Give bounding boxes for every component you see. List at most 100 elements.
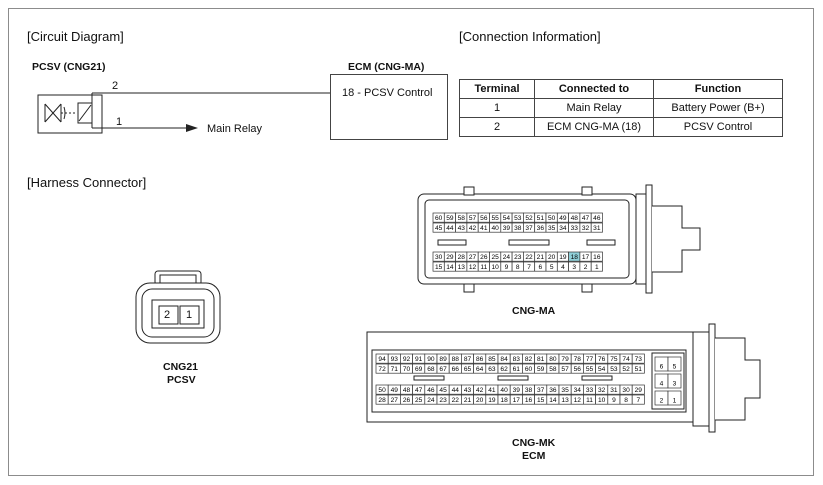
pin-number: 43 — [464, 387, 472, 394]
pin-cell — [631, 384, 645, 395]
wire-number-1: 1 — [116, 116, 123, 128]
pin-number: 18 — [571, 254, 579, 261]
ecm-box — [330, 74, 448, 140]
pin-number: 46 — [593, 215, 601, 222]
pin-number: 54 — [598, 366, 606, 373]
pin-number: 26 — [403, 397, 411, 404]
pin-number: 55 — [491, 215, 499, 222]
pin-number: 5 — [550, 264, 554, 271]
pin-number: 22 — [525, 254, 533, 261]
pin-number: 36 — [549, 387, 557, 394]
pin-number: 41 — [480, 225, 488, 232]
pin-number: 32 — [598, 387, 606, 394]
pin-number: 16 — [525, 397, 533, 404]
pin-number: 16 — [593, 254, 601, 261]
circuit-diagram-heading: [Circuit Diagram] — [27, 29, 124, 44]
pin-number: 15 — [537, 397, 545, 404]
pin-number: 40 — [500, 387, 508, 394]
pin-number: 56 — [574, 366, 582, 373]
pin-number: 59 — [537, 366, 545, 373]
pin-number: 38 — [514, 225, 522, 232]
pin-number: 47 — [582, 215, 590, 222]
pin-number: 39 — [503, 225, 511, 232]
pin-number: 85 — [488, 356, 496, 363]
pin-number: 6 — [539, 264, 543, 271]
cng-ma-name: CNG-MA — [512, 305, 556, 317]
pin-number: 14 — [446, 264, 454, 271]
pin-number: 89 — [439, 356, 447, 363]
pin-number: 58 — [549, 366, 557, 373]
pin-cell — [590, 251, 603, 262]
pcsv-label: PCSV (CNG21) — [32, 61, 106, 73]
pin-number: 52 — [525, 215, 533, 222]
pin-number: 21 — [464, 397, 472, 404]
pin-number: 74 — [622, 356, 630, 363]
pin-number: 77 — [586, 356, 594, 363]
pin-number: 11 — [480, 264, 487, 271]
pin-cell — [590, 261, 603, 272]
pin-number: 41 — [488, 387, 496, 394]
cng21-pin: 1 — [186, 309, 193, 321]
pin-number: 39 — [513, 387, 521, 394]
pin-cell — [631, 363, 645, 374]
pin-number: 94 — [378, 356, 386, 363]
pin-number: 47 — [415, 387, 423, 394]
pin-number: 13 — [561, 397, 569, 404]
pin-number: 86 — [476, 356, 484, 363]
pin-number: 29 — [635, 387, 643, 394]
pin-number: 33 — [586, 387, 594, 394]
pin-number: 83 — [513, 356, 521, 363]
pin-cell — [631, 353, 645, 364]
pin-number: 63 — [488, 366, 496, 373]
pin-number: 25 — [491, 254, 499, 261]
cng-mk-sub: ECM — [522, 450, 546, 462]
pin-number: 7 — [527, 264, 531, 271]
pin-number: 49 — [559, 215, 567, 222]
pin-cell — [667, 390, 682, 406]
pin-number: 91 — [415, 356, 423, 363]
pin-number: 2 — [584, 264, 588, 271]
pin-number: 35 — [548, 225, 556, 232]
pin-number: 56 — [480, 215, 488, 222]
pin-number: 21 — [537, 254, 545, 261]
pin-number: 42 — [469, 225, 477, 232]
pin-number: 80 — [549, 356, 557, 363]
pin-number: 31 — [593, 225, 601, 232]
pin-number: 9 — [612, 397, 616, 404]
pin-number: 20 — [548, 254, 556, 261]
pin-number: 1 — [673, 398, 677, 405]
pin-number: 87 — [464, 356, 472, 363]
pin-number: 13 — [458, 264, 466, 271]
pin-number: 24 — [503, 254, 511, 261]
pin-number: 92 — [403, 356, 411, 363]
pin-number: 50 — [378, 387, 386, 394]
pin-number: 26 — [480, 254, 488, 261]
pin-number: 3 — [572, 264, 576, 271]
pin-number: 14 — [549, 397, 557, 404]
pin-number: 51 — [537, 215, 545, 222]
pin-number: 12 — [574, 397, 582, 404]
pin-number: 72 — [378, 366, 386, 373]
ecm-label: ECM (CNG-MA) — [348, 61, 425, 73]
diagram-frame — [8, 8, 814, 476]
pin-number: 33 — [571, 225, 579, 232]
pin-number: 45 — [439, 387, 447, 394]
pin-number: 43 — [458, 225, 466, 232]
pin-number: 42 — [476, 387, 484, 394]
pin-number: 61 — [513, 366, 521, 373]
pin-cell — [590, 212, 603, 223]
connection-info-heading: [Connection Information] — [459, 29, 601, 44]
pin-number: 75 — [610, 356, 618, 363]
pin-number: 20 — [476, 397, 484, 404]
header-connected-to: Connected to — [534, 79, 654, 99]
pin-number: 88 — [452, 356, 460, 363]
pin-number: 28 — [458, 254, 466, 261]
pin-number: 11 — [586, 397, 593, 404]
pin-number: 17 — [582, 254, 590, 261]
pin-number: 22 — [452, 397, 460, 404]
pin-number: 48 — [571, 215, 579, 222]
